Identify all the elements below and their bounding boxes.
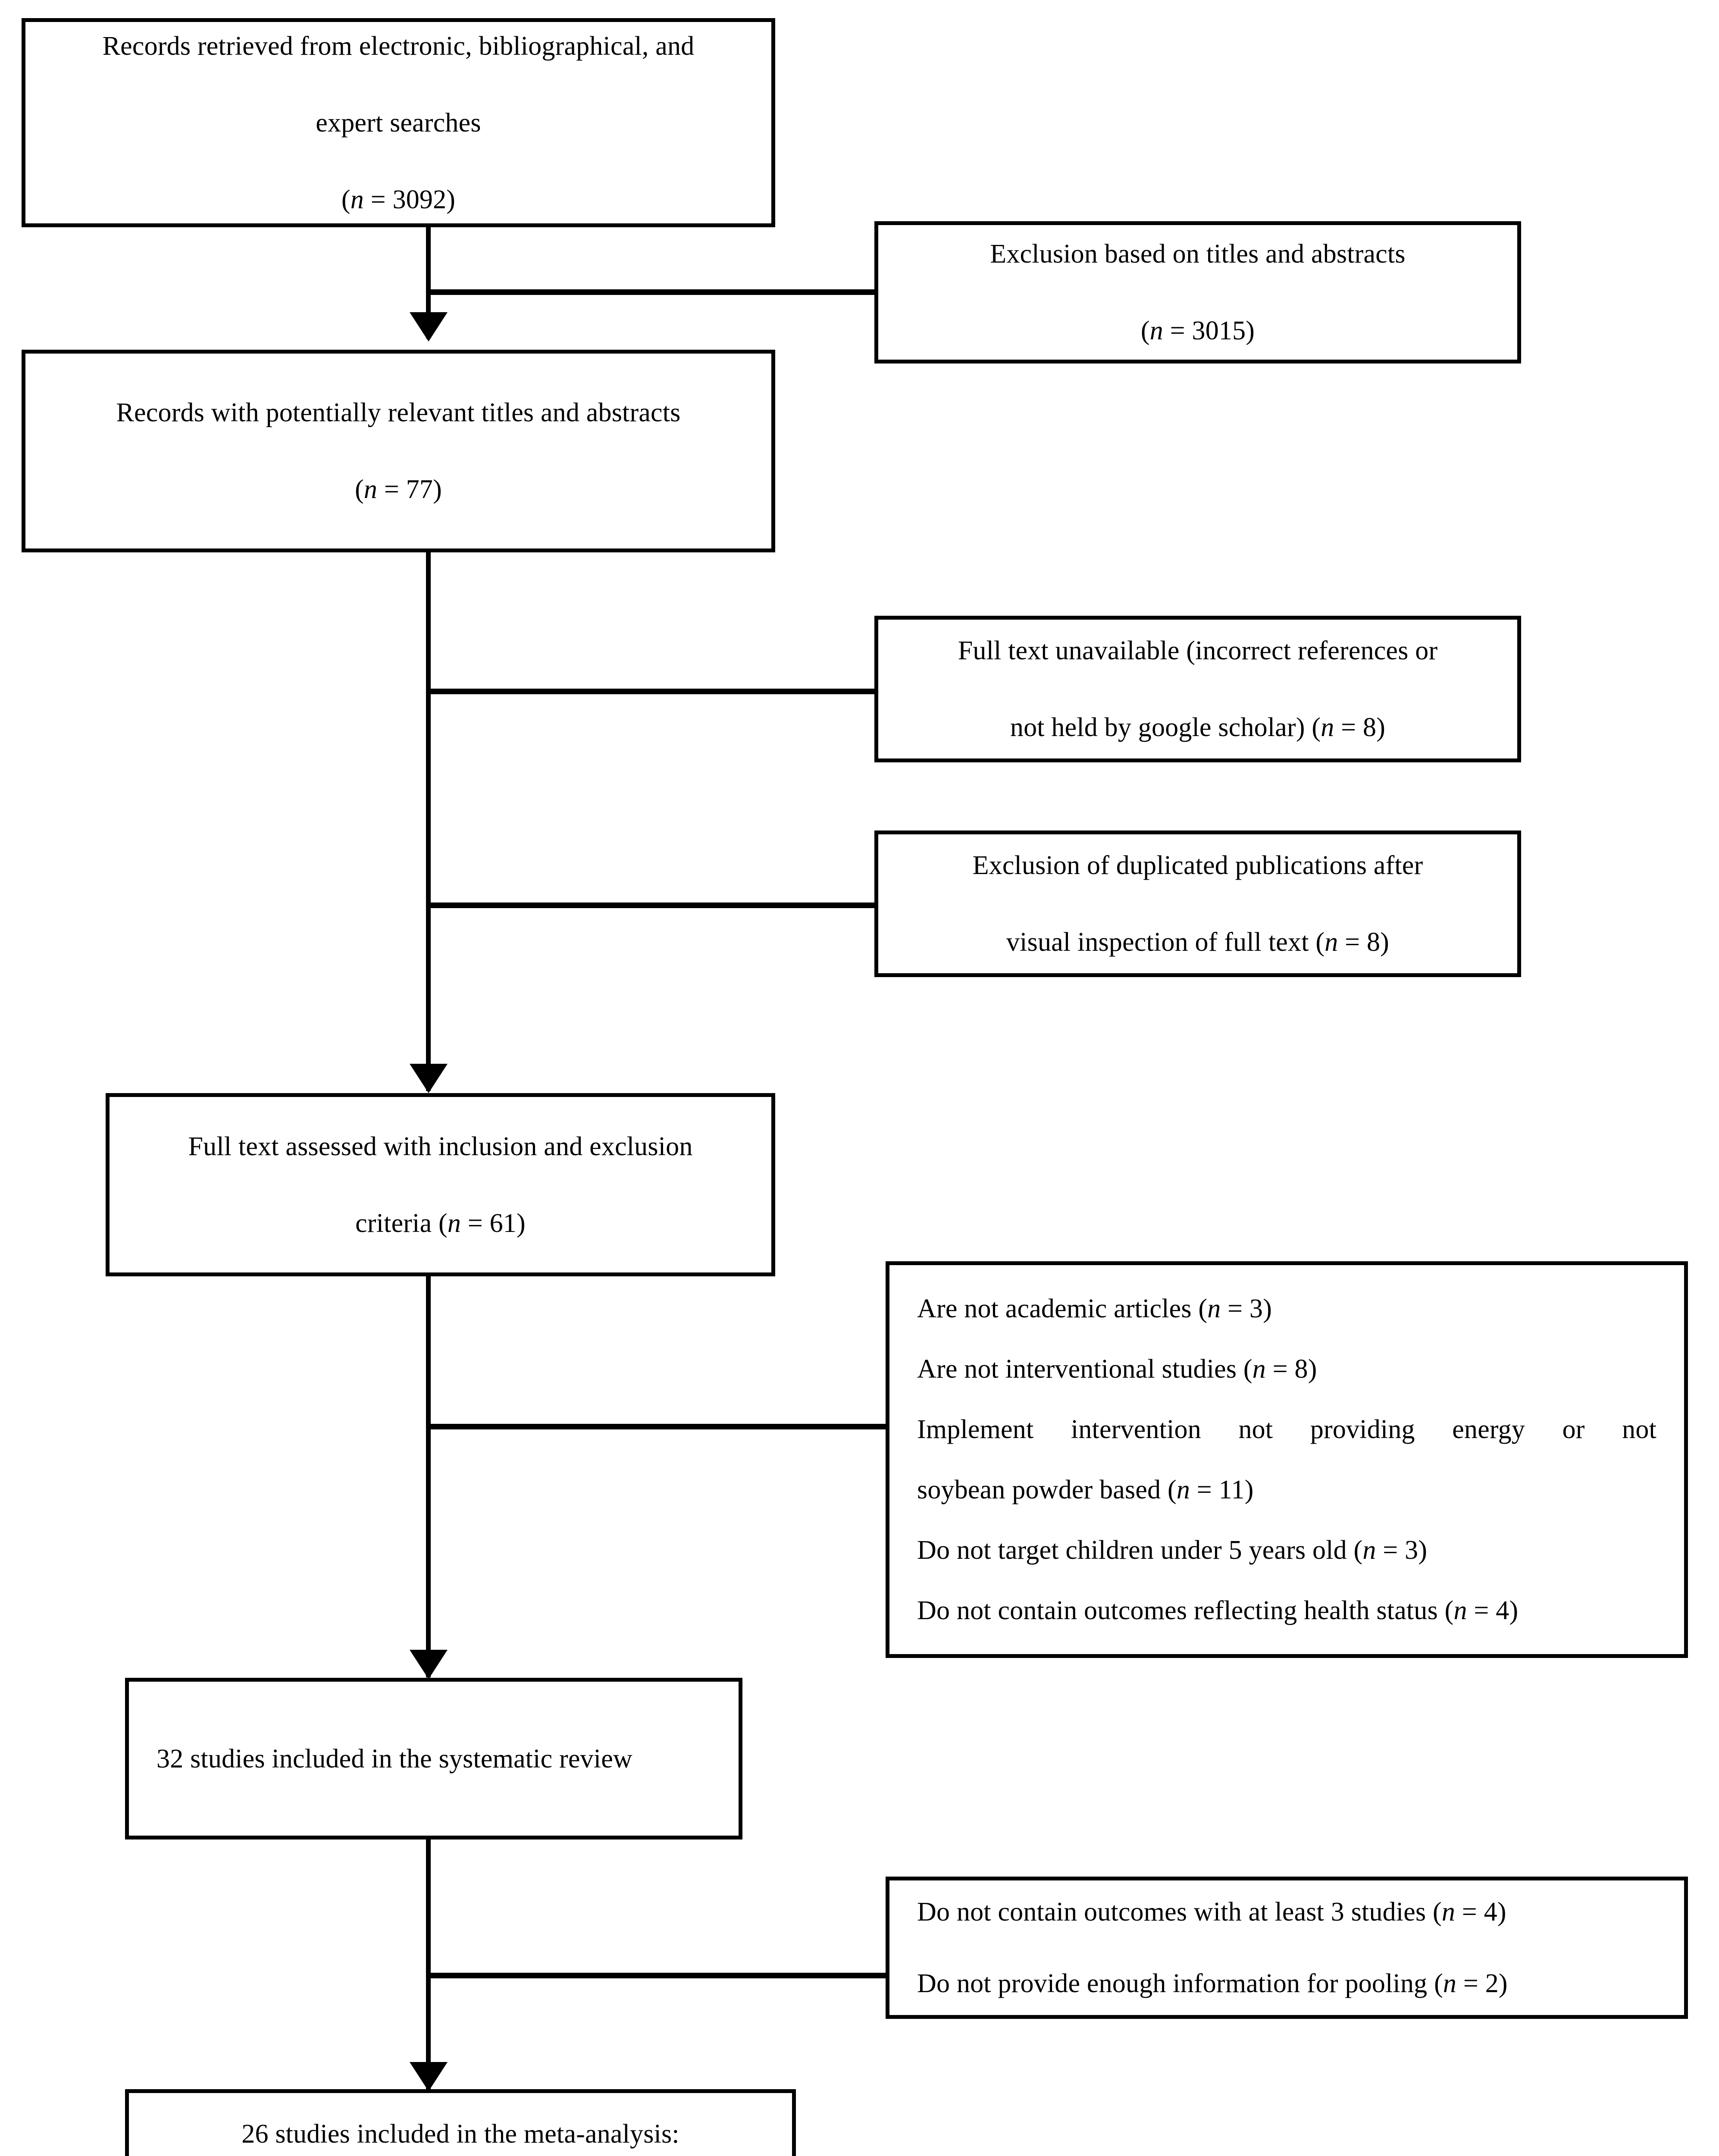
exclusion-reason-3-line1: Implement intervention not providing ene…	[917, 1415, 1656, 1444]
exclusion-titles-line1: Exclusion based on titles and abstracts	[990, 239, 1406, 269]
exclusion-reason-5: Do not contain outcomes reflecting healt…	[917, 1596, 1519, 1625]
node-pooling-exclusions: Do not contain outcomes with at least 3 …	[886, 1877, 1688, 2019]
node-duplicated-publications: Exclusion of duplicated publications aft…	[874, 830, 1521, 977]
arrowhead-to-meta-analysis	[410, 2062, 448, 2091]
records-relevant-line1: Records with potentially relevant titles…	[116, 398, 681, 427]
arrowhead-to-fulltext-assessed	[410, 1064, 448, 1093]
duplicated-publications-line1: Exclusion of duplicated publications aft…	[972, 851, 1423, 880]
connector-fulltext-to-systematic	[426, 1276, 431, 1677]
full-text-assessed-line1: Full text assessed with inclusion and ex…	[188, 1131, 693, 1161]
exclusion-reason-1: Are not academic articles (n = 3)	[917, 1294, 1272, 1323]
node-full-text-unavailable: Full text unavailable (incorrect referen…	[874, 616, 1521, 762]
connector-systematic-to-meta	[426, 1839, 431, 2089]
connector-branch-duplicates	[426, 903, 877, 908]
exclusion-titles-count: (n = 3015)	[1140, 316, 1255, 345]
node-records-retrieved: Records retrieved from electronic, bibli…	[22, 18, 775, 227]
connector-records-to-relevant	[426, 226, 431, 338]
duplicated-publications-line2: visual inspection of full text (n = 8)	[1006, 928, 1390, 957]
exclusion-reason-3-line2: soybean powder based (n = 11)	[917, 1475, 1254, 1504]
node-full-text-assessed: Full text assessed with inclusion and ex…	[106, 1093, 775, 1276]
records-retrieved-line2: expert searches	[316, 108, 481, 138]
arrowhead-to-systematic-review	[410, 1650, 448, 1679]
records-retrieved-line1: Records retrieved from electronic, bibli…	[102, 31, 695, 61]
systematic-review-line1: 32 studies included in the systematic re…	[157, 1744, 632, 1774]
node-exclusion-reasons: Are not academic articles (n = 3) Are no…	[886, 1261, 1688, 1658]
full-text-unavailable-line2: not held by google scholar) (n = 8)	[1010, 713, 1386, 742]
records-retrieved-count: (n = 3092)	[341, 185, 456, 214]
exclusion-reason-4: Do not target children under 5 years old…	[917, 1536, 1428, 1565]
node-exclusion-titles-abstracts: Exclusion based on titles and abstracts …	[874, 221, 1521, 364]
connector-branch-exclusion-titles	[426, 289, 877, 295]
full-text-unavailable-line1: Full text unavailable (incorrect referen…	[958, 636, 1438, 665]
connector-branch-fulltext-unavailable	[426, 689, 877, 694]
node-systematic-review: 32 studies included in the systematic re…	[125, 1678, 742, 1839]
arrowhead-to-relevant-records	[410, 312, 448, 342]
pooling-exclusion-2: Do not provide enough information for po…	[917, 1969, 1508, 1998]
node-meta-analysis: 26 studies included in the meta-analysis…	[125, 2089, 796, 2156]
pooling-exclusion-1: Do not contain outcomes with at least 3 …	[917, 1897, 1506, 1927]
exclusion-reason-2: Are not interventional studies (n = 8)	[917, 1354, 1317, 1384]
connector-branch-pooling-exclusions	[426, 1973, 888, 1978]
connector-relevant-to-fulltext	[426, 552, 431, 1091]
connector-branch-exclusion-reasons	[426, 1424, 888, 1429]
records-relevant-count: (n = 77)	[355, 475, 442, 504]
meta-analysis-line1: 26 studies included in the meta-analysis…	[241, 2119, 679, 2149]
full-text-assessed-line2: criteria (n = 61)	[355, 1208, 526, 1238]
node-records-potentially-relevant: Records with potentially relevant titles…	[22, 350, 775, 552]
